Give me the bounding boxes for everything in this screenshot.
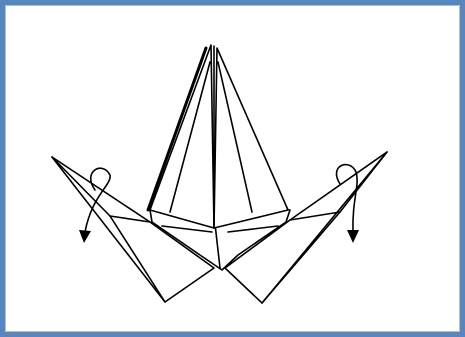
central-kite-right: [214, 48, 288, 228]
central-kite-left: [150, 45, 214, 228]
central-point: [148, 45, 288, 228]
